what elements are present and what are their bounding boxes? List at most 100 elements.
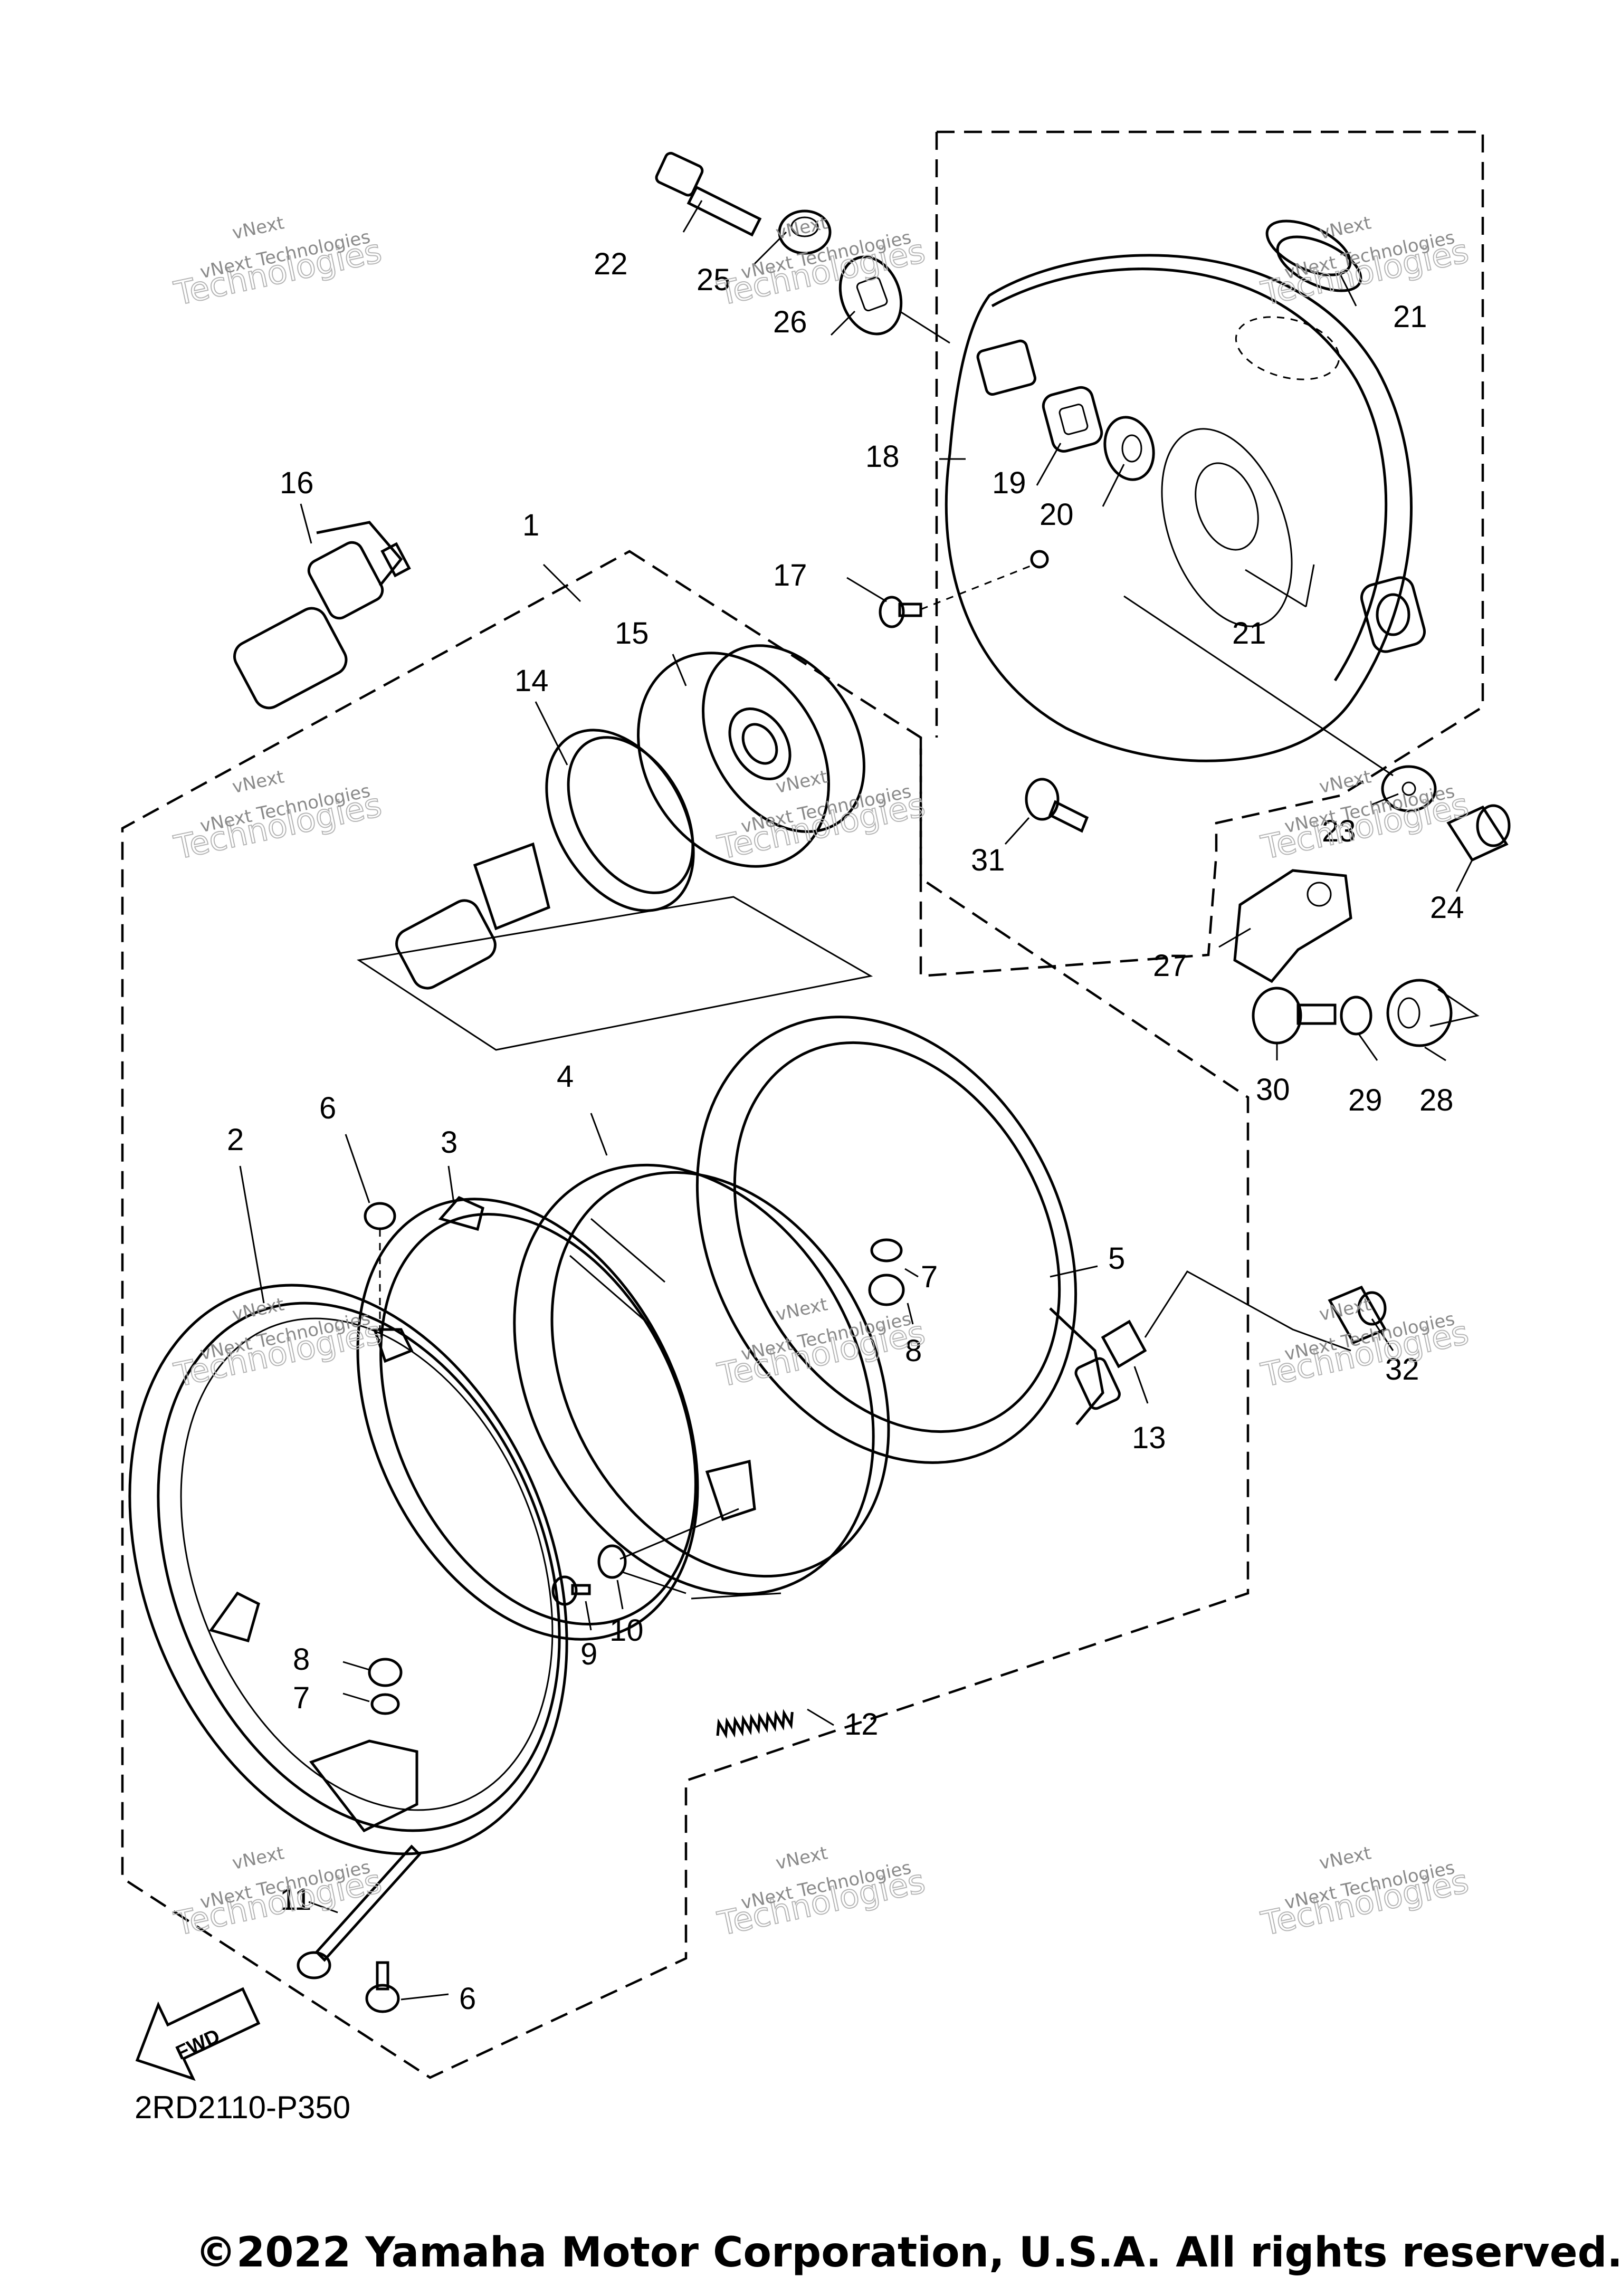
watermark-6-brand: vNext (1318, 766, 1373, 798)
watermark-8-brand: vNext (774, 1294, 829, 1325)
watermark-7-brand: vNext (231, 1294, 286, 1325)
callout-30: 30 (1256, 1073, 1290, 1107)
forward-arrow: FWD (135, 1987, 261, 2081)
collar-29 (1340, 996, 1372, 1036)
spring-12 (716, 1709, 794, 1739)
callout-11: 11 (280, 1882, 311, 1917)
callout-17: 17 (773, 558, 807, 592)
watermark-1: Technologies vNext vNext Technologies (170, 212, 386, 313)
bolt-22 (655, 151, 762, 237)
watermark-11-brand: vNext (774, 1842, 829, 1874)
washer-23 (1381, 765, 1437, 812)
callout-21-bottom: 21 (1232, 616, 1266, 650)
callout-20: 20 (1040, 498, 1074, 532)
washer-20 (1103, 416, 1155, 481)
callout-24: 24 (1430, 891, 1464, 925)
watermark-group: Technologies vNext vNext Technologies Te… (170, 212, 1473, 1944)
bulb-detail (395, 842, 550, 990)
watermark-4-brand: vNext (231, 766, 286, 798)
lens-unit-4 (513, 1163, 890, 1600)
bulb-16 (233, 521, 411, 710)
leader-10-lens (619, 1508, 739, 1560)
watermark-3: Technologies vNext vNext Technologies (1257, 212, 1473, 313)
callout-22: 22 (594, 247, 628, 281)
watermark-4: Technologies vNext vNext Technologies (170, 766, 386, 867)
watermark-10-brand: vNext (231, 1842, 286, 1874)
callout-28: 28 (1419, 1083, 1454, 1117)
leader-13-32 (1144, 1270, 1351, 1352)
diagram-code: 2RD2110-P350 (135, 2090, 350, 2125)
callout-6-top: 6 (319, 1091, 336, 1125)
screw-6-bottom (365, 1961, 400, 2013)
callout-18: 18 (865, 439, 900, 474)
watermark-1-brand: vNext (231, 212, 286, 244)
callout-2: 2 (227, 1123, 244, 1157)
rim-2 (128, 1284, 568, 1855)
copyright-notice: ©2022 Yamaha Motor Corporation, U.S.A. A… (195, 2229, 1621, 2276)
screw-9 (551, 1575, 591, 1606)
callout-8-right: 8 (905, 1334, 922, 1368)
retaining-ring-14 (545, 729, 695, 912)
nut-8-left (368, 1658, 403, 1687)
callout-5: 5 (1108, 1241, 1125, 1276)
bulb-detail-frame (356, 896, 873, 1051)
collar-26 (838, 255, 903, 336)
leader-26-body (899, 310, 950, 344)
bolt-31 (1025, 778, 1089, 833)
callout-29: 29 (1348, 1083, 1382, 1117)
socket-cover-15 (637, 644, 865, 868)
grommet-19 (1042, 386, 1103, 453)
callout-15: 15 (615, 616, 649, 650)
callout-23: 23 (1322, 814, 1356, 848)
callout-31: 31 (971, 843, 1005, 877)
washer-10 (597, 1544, 627, 1579)
collar-32 (1328, 1285, 1387, 1345)
headlight-body-18 (945, 254, 1426, 762)
callout-16: 16 (280, 466, 314, 500)
callout-3: 3 (441, 1125, 457, 1160)
callout-labels: 1 2 3 4 5 6 6 7 7 8 8 9 10 11 12 13 14 1… (227, 247, 1464, 2016)
watermark-7: Technologies vNext vNext Technologies (170, 1294, 386, 1395)
watermark-11: Technologies vNext vNext Technologies (714, 1842, 929, 1944)
clip-13 (1101, 1319, 1147, 1369)
nut-8-right (868, 1274, 905, 1306)
watermark-9: Technologies vNext vNext Technologies (1257, 1294, 1473, 1395)
nut-25 (778, 209, 832, 255)
screw-6-top (364, 1202, 396, 1340)
watermark-3-brand: vNext (1318, 212, 1373, 244)
watermark-10: Technologies vNext vNext Technologies (170, 1842, 386, 1944)
callout-8-left: 8 (293, 1642, 310, 1677)
callout-1: 1 (522, 508, 539, 542)
washer-7-right (870, 1238, 903, 1262)
screw-11-head (297, 1951, 331, 1979)
callout-6-bottom: 6 (459, 1982, 476, 2016)
damper-21 (1265, 219, 1362, 292)
screw-17 (879, 596, 922, 628)
mounting-ring-3 (356, 1195, 756, 1641)
watermark-12-brand: vNext (1318, 1842, 1373, 1874)
collar-24 (1446, 804, 1511, 862)
callout-7-right: 7 (921, 1260, 938, 1294)
bracket-27 (1233, 869, 1352, 983)
callout-4: 4 (557, 1059, 574, 1094)
callout-12: 12 (844, 1707, 879, 1742)
callout-21-top: 21 (1393, 300, 1427, 334)
watermark-5-brand: vNext (774, 766, 829, 798)
callout-10: 10 (609, 1613, 644, 1648)
callout-9: 9 (580, 1637, 597, 1671)
callout-14: 14 (514, 664, 549, 698)
assembly-outline-1 (121, 550, 1250, 2079)
washer-7-left (370, 1693, 400, 1715)
callout-32: 32 (1385, 1352, 1419, 1386)
leader-17-body (920, 563, 1035, 610)
callout-leaders (239, 200, 1473, 2001)
watermark-2-brand: vNext (774, 212, 829, 244)
grommet-28 (1386, 979, 1453, 1047)
callout-7-left: 7 (293, 1681, 310, 1715)
bolt-30 (1252, 987, 1337, 1045)
headlight-case-5 (695, 1016, 1121, 1464)
leader-body-23 (1123, 595, 1394, 777)
callout-13: 13 (1132, 1421, 1166, 1455)
screw-11 (314, 1844, 422, 1962)
